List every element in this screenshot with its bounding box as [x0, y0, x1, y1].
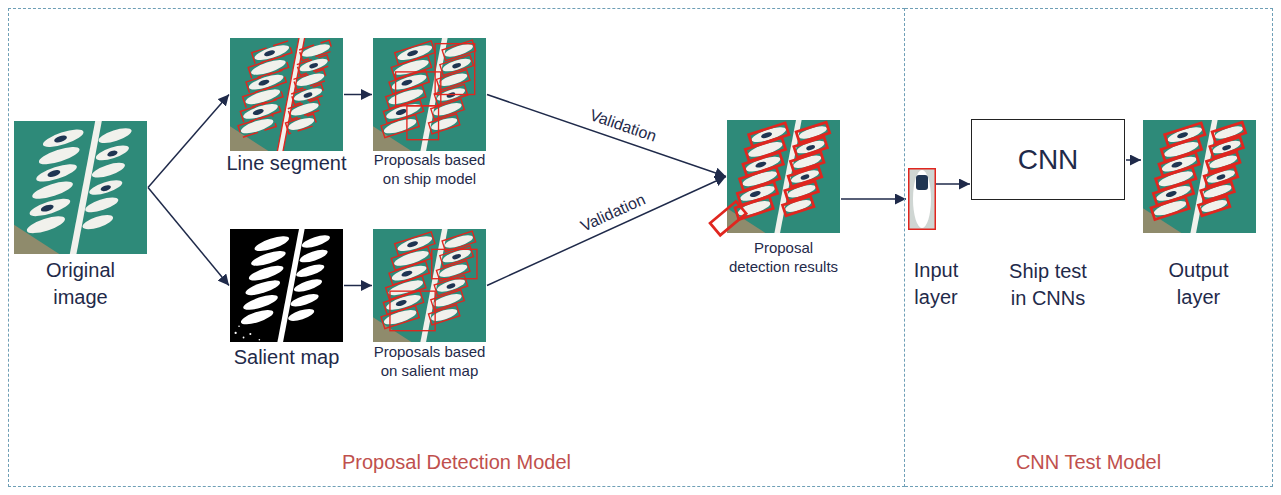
arrow-connector: [487, 177, 726, 286]
proposal-boxes: [381, 231, 477, 331]
image-node: Proposals based on salient map: [373, 229, 486, 342]
image-caption: Proposal detection results: [726, 238, 842, 276]
arrow-connector: [1126, 159, 1141, 161]
image-caption: Output layer: [1156, 257, 1242, 311]
image-node: Input layer: [907, 168, 935, 230]
edge-label: Validation: [577, 190, 647, 235]
harbor-image: [373, 223, 486, 347]
panel-title: Proposal Detection Model: [9, 449, 904, 475]
harbor-image: [14, 114, 147, 260]
arrow-connector: [148, 95, 229, 188]
output-image: [1143, 114, 1256, 238]
image-node: Proposals based on ship model: [373, 38, 486, 151]
image-node: Line segment: [230, 38, 343, 151]
image-caption: Proposals based on ship model: [371, 150, 489, 188]
line-segments: [238, 40, 333, 137]
harbor-image: [373, 32, 486, 156]
harbor-image: [230, 32, 343, 156]
salient-image: [230, 223, 343, 347]
harbor-image: [1143, 114, 1256, 238]
ship-chip: [908, 168, 936, 230]
arrow-connector: [487, 95, 726, 177]
process-box: CNNShip test in CNNs: [971, 119, 1125, 200]
model-panel: CNN Test ModelInput layerCNNShip test in…: [905, 8, 1273, 487]
salient-map-image: [230, 223, 343, 347]
image-caption: Original image: [26, 257, 136, 311]
image-caption: Proposals based on salient map: [371, 342, 489, 380]
image-node: Original image: [14, 121, 147, 254]
model-panel: Proposal Detection Model Original image Li…: [8, 8, 905, 487]
pier-segments: [276, 32, 305, 156]
proposal-boxes: [381, 40, 476, 140]
arrow-connector: [344, 285, 372, 287]
box-label: CNN: [972, 144, 1124, 176]
image-caption: Salient map: [212, 345, 362, 369]
image-node: Proposal detection results: [727, 120, 840, 233]
detection-boxes: [1151, 122, 1246, 219]
edge-label: Validation: [587, 107, 658, 146]
line-segment-image: [230, 32, 343, 156]
salient-proposals-image: [373, 223, 486, 347]
image-node: Output layer: [1142, 120, 1255, 233]
arrow-connector: [841, 198, 906, 200]
ship-model-proposals-image: [373, 32, 486, 156]
harbor-image: [727, 114, 840, 238]
detection-results-image: [710, 114, 840, 238]
image-caption: Ship test in CNNs: [1000, 258, 1096, 312]
image-node: Salient map: [230, 229, 343, 342]
harbor-photo: [14, 114, 147, 260]
arrow-connector: [148, 188, 229, 286]
panel-title: CNN Test Model: [905, 449, 1272, 475]
image-caption: Input layer: [898, 257, 974, 311]
image-caption: Line segment: [212, 151, 362, 175]
arrow-connector: [344, 94, 372, 96]
arrow-connector: [936, 183, 970, 185]
detection-boxes: [710, 122, 830, 235]
